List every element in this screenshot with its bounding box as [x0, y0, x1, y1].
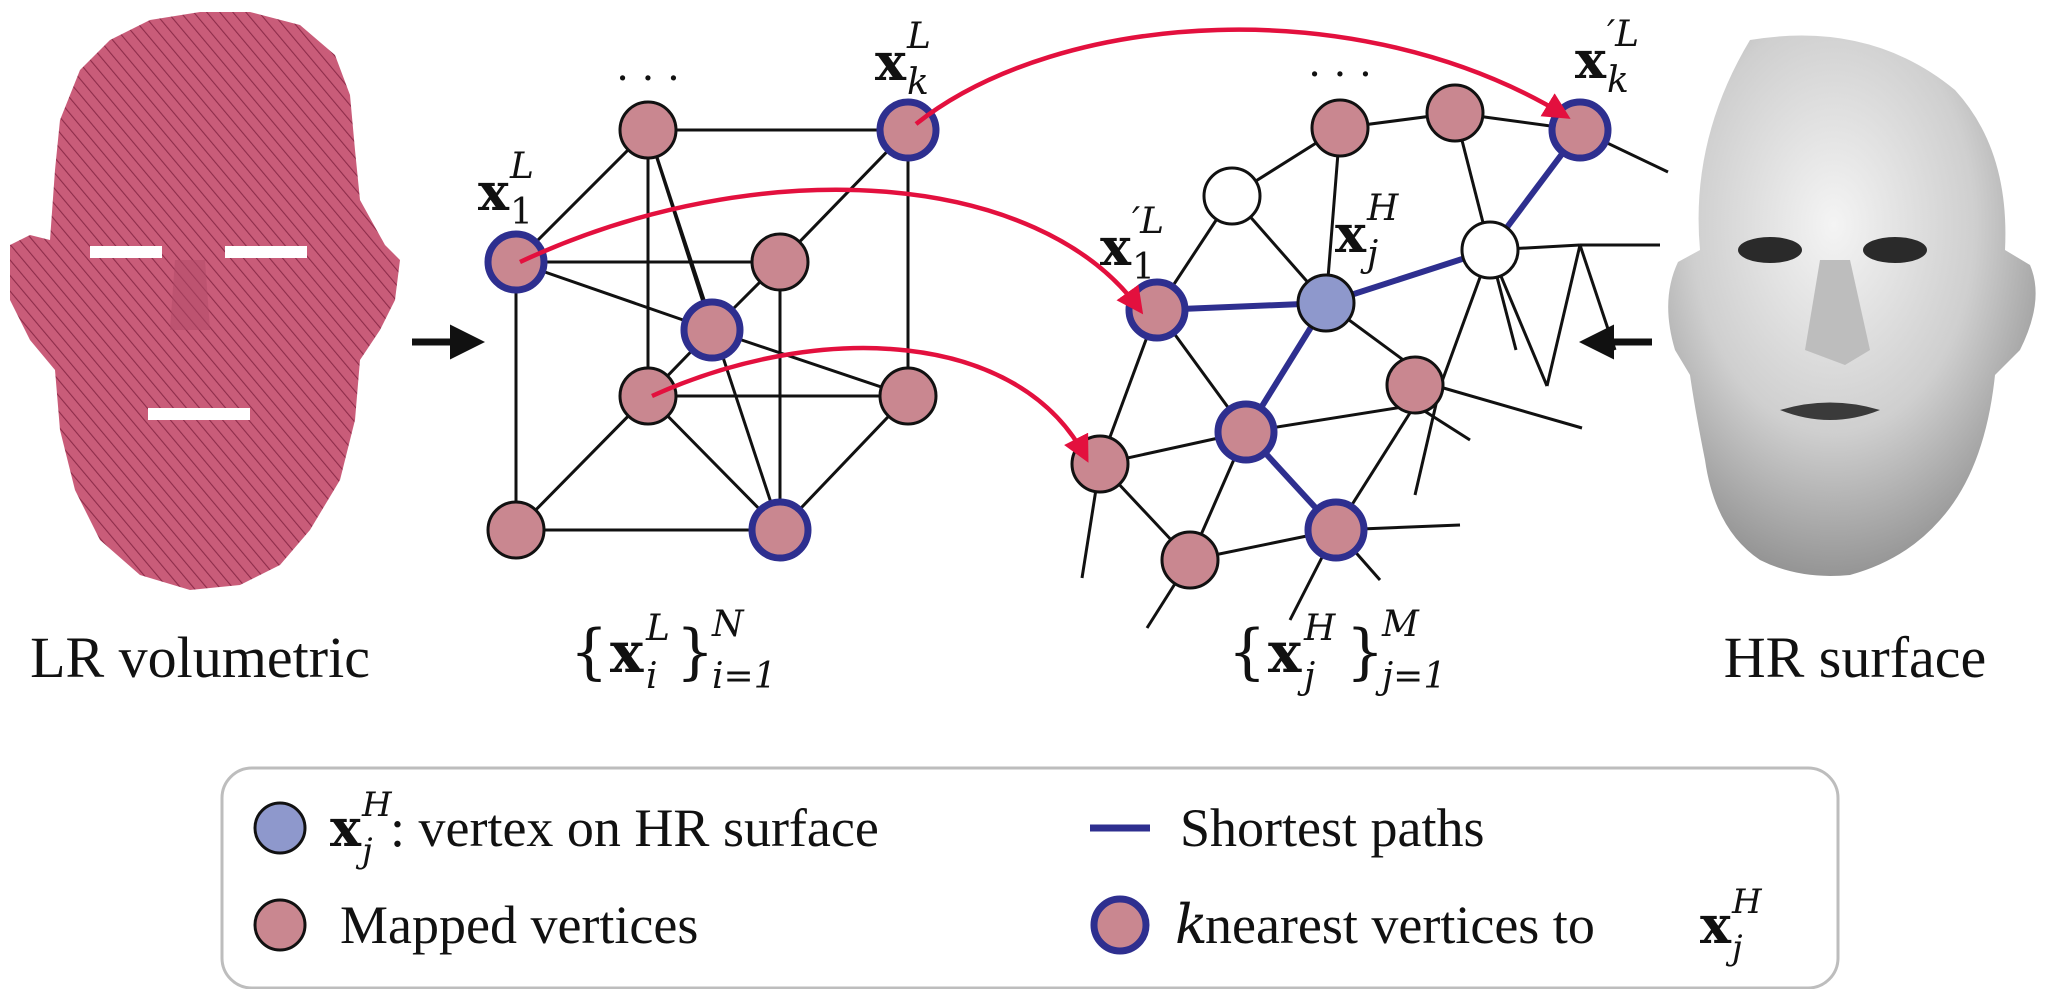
hr-graph: · · · x ′L k x ′L 1 x H j — [1070, 14, 1669, 629]
label-x1Lp-x: x — [1100, 217, 1132, 278]
set-x: x — [610, 620, 644, 686]
hr-set-label: { x H j } M j=1 — [1228, 604, 1446, 697]
label-x1L-x: x — [478, 162, 510, 223]
lr-graph: · · · x L 1 x L k — [478, 16, 940, 562]
label-xkLp-sub: k — [1607, 60, 1629, 101]
set-open-brace: { — [1228, 617, 1266, 687]
cube-edge — [514, 394, 650, 532]
lr-volumetric-caption: LR volumetric — [30, 625, 370, 690]
mapped-vertex — [878, 366, 938, 426]
legend-xjH-sup: H — [361, 785, 393, 825]
label-x1L-sub: 1 — [510, 192, 533, 233]
label-xkL-x: x — [875, 32, 907, 93]
label-xkL-sub: k — [907, 62, 929, 103]
legend-vertex-on-hr-text: : vertex on HR surface — [390, 798, 879, 858]
label-xjH-sup: H — [1366, 188, 1399, 229]
mapped-vertex — [618, 366, 678, 426]
lr-set-label: { x L i } N i=1 — [570, 604, 777, 697]
legend-mapped-text: Mapped vertices — [340, 895, 698, 955]
mesh-edge — [1439, 385, 1583, 430]
legend-nearest-sup: H — [1731, 882, 1763, 922]
mesh-edge — [1545, 244, 1582, 387]
set-sub-i: i — [646, 656, 658, 697]
set-open-brace: { — [570, 617, 608, 687]
hr-surface-caption: HR surface — [1724, 625, 1987, 690]
mapped-vertex — [1160, 530, 1220, 590]
mapping-arrow-1 — [519, 187, 1144, 315]
mapping-arrow-mid — [651, 345, 1089, 463]
label-xjH-x: x — [1335, 204, 1367, 265]
legend-box — [220, 766, 1840, 989]
nearest-vertex — [680, 298, 744, 362]
mapped-vertex — [1310, 98, 1370, 158]
hr-unmapped-vertex — [1202, 166, 1262, 226]
nearest-vertex-x1L — [484, 230, 548, 294]
legend-hr-vertex-swatch — [253, 801, 307, 855]
mapped-vertex — [486, 500, 546, 560]
cube-edge — [515, 260, 713, 332]
set-x: x — [1268, 620, 1302, 686]
set-sup-N: N — [711, 604, 745, 645]
legend-xjH-x: x — [330, 798, 362, 859]
set-sup-L: L — [645, 608, 670, 649]
mapped-vertex — [1385, 355, 1445, 415]
nearest-vertex — [1214, 400, 1278, 464]
nearest-vertex — [748, 498, 812, 562]
lr-ellipsis: · · · — [616, 56, 680, 102]
mapped-vertex — [1425, 83, 1485, 143]
mapping-arrow-k — [914, 27, 1571, 126]
mapped-vertex — [618, 100, 678, 160]
hr-surface-head-image — [1668, 35, 2036, 577]
legend-shortest-text: Shortest paths — [1180, 798, 1485, 858]
label-x1Lp-sup: ′L — [1132, 201, 1164, 242]
legend-nearest-x: x — [1700, 895, 1732, 956]
hr-vertex-xjH — [1296, 273, 1356, 333]
mapped-vertex — [750, 232, 810, 292]
set-sub-range: j=1 — [1375, 656, 1446, 697]
set-close-brace: } — [1346, 617, 1384, 687]
nearest-vertex-xkL — [876, 98, 940, 162]
set-close-brace: } — [676, 617, 714, 687]
lr-voxel-head-image — [10, 12, 400, 590]
label-xkL-sup: L — [906, 16, 931, 57]
label-x1Lp-sub: 1 — [1132, 247, 1155, 288]
legend-nearest-swatch — [1090, 895, 1150, 955]
set-sub-range: i=1 — [712, 656, 777, 697]
set-sup-H: H — [1303, 608, 1336, 649]
set-sup-M: M — [1381, 604, 1420, 645]
legend-mapped-swatch — [253, 898, 307, 952]
label-xkLp-x: x — [1575, 30, 1607, 91]
legend-k: k — [1175, 893, 1208, 956]
cube-edge — [711, 328, 909, 398]
label-x1L-sup: L — [509, 146, 534, 187]
nearest-vertex — [1304, 498, 1368, 562]
legend-nearest-text: nearest vertices to — [1205, 895, 1595, 955]
legend: x H j : vertex on HR surface Mapped vert… — [220, 766, 1840, 989]
hr-ellipsis: · · · — [1308, 52, 1372, 98]
label-xkLp-sup: ′L — [1607, 14, 1639, 55]
mesh-edge — [1578, 244, 1617, 351]
hr-unmapped-vertex — [1460, 220, 1520, 280]
